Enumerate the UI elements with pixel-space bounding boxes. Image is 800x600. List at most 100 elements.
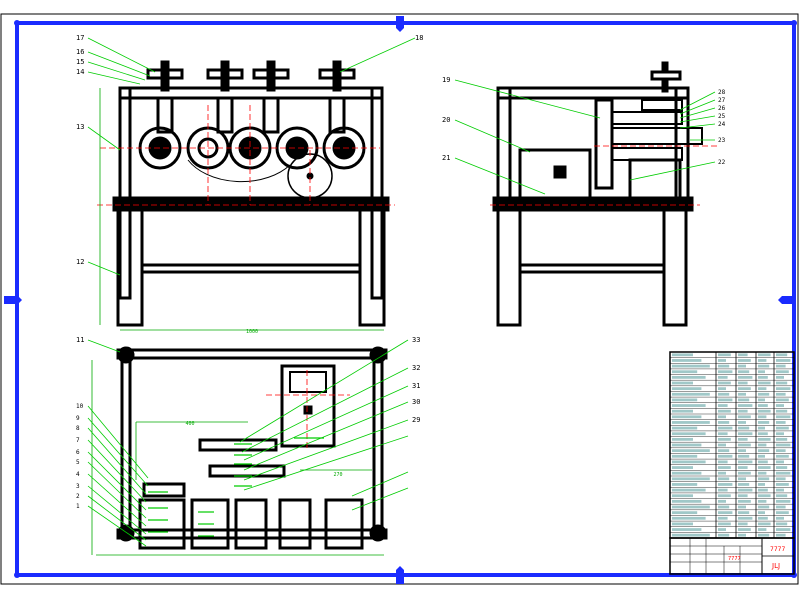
callout-14: 14 <box>76 68 84 76</box>
parts-cell-mark <box>718 488 728 492</box>
callout-7: 7 <box>76 437 80 444</box>
parts-cell-mark <box>738 533 746 537</box>
top-view-callouts: 11 10 9 8 7 6 5 4 3 2 1 33 32 31 30 29 <box>76 336 420 547</box>
parts-cell-mark <box>738 404 753 407</box>
parts-cell-mark <box>776 387 791 391</box>
parts-cell-mark <box>776 466 788 469</box>
parts-cell-mark <box>718 528 726 531</box>
parts-cell-mark <box>758 387 767 391</box>
parts-cell-mark <box>758 511 765 515</box>
parts-cell-mark <box>776 454 789 458</box>
callout-19: 19 <box>442 76 450 84</box>
parts-cell-mark <box>738 449 746 453</box>
parts-cell-mark <box>672 432 706 436</box>
parts-cell-mark <box>738 477 746 481</box>
parts-cell-mark <box>672 511 698 515</box>
parts-cell-mark <box>738 443 751 447</box>
callout-15: 15 <box>76 58 84 66</box>
parts-cell-mark <box>758 516 768 520</box>
parts-cell-mark <box>758 443 767 447</box>
parts-cell-mark <box>718 392 730 396</box>
parts-cell-mark <box>738 516 753 520</box>
parts-cell-mark <box>758 392 770 396</box>
callout-17: 17 <box>76 34 84 42</box>
parts-cell-mark <box>738 528 751 531</box>
parts-cell-mark <box>718 387 726 391</box>
parts-cell-mark <box>718 499 726 503</box>
crank-handles <box>146 60 356 92</box>
parts-cell-mark <box>738 421 746 424</box>
parts-cell-mark <box>776 494 788 498</box>
callout-32: 32 <box>412 364 420 372</box>
parts-cell-mark <box>776 443 791 447</box>
callout-18: 18 <box>415 34 423 42</box>
parts-cell-mark <box>738 511 750 515</box>
parts-cell-mark <box>672 370 698 374</box>
parts-cell-mark <box>758 460 768 464</box>
parts-cell-mark <box>672 494 693 498</box>
parts-cell-mark <box>718 415 726 419</box>
front-width-dimension: 1000 <box>246 329 258 335</box>
parts-cell-mark <box>672 471 702 475</box>
callout-2: 2 <box>76 493 80 500</box>
parts-cell-mark <box>738 387 751 391</box>
parts-cell-mark <box>718 426 733 430</box>
front-view-callouts: 17 16 15 14 13 12 18 <box>76 34 423 276</box>
parts-cell-mark <box>718 375 728 379</box>
parts-cell-mark <box>718 522 731 526</box>
parts-cell-mark <box>718 471 726 475</box>
callout-5: 5 <box>76 459 80 466</box>
parts-cell-mark <box>672 398 698 402</box>
title-code: 7777 <box>770 546 785 553</box>
parts-cell-mark <box>718 353 731 357</box>
parts-cell-mark <box>672 387 702 391</box>
parts-cell-mark <box>738 359 751 362</box>
parts-cell-mark <box>738 392 746 396</box>
parts-cell-mark <box>776 392 786 396</box>
parts-cell-mark <box>776 533 786 537</box>
sheet-mark: JLJ <box>771 562 780 570</box>
parts-cell-mark <box>776 471 791 475</box>
callout-21: 21 <box>442 154 450 162</box>
parts-cell-mark <box>738 375 753 379</box>
parts-cell-mark <box>672 528 702 531</box>
parts-cell-mark <box>718 505 730 509</box>
parts-cell-mark <box>718 516 728 520</box>
parts-cell-mark <box>672 392 710 396</box>
callout-27: 27 <box>718 97 726 104</box>
parts-cell-mark <box>672 426 698 430</box>
parts-cell-mark <box>718 494 731 498</box>
parts-cell-mark <box>738 483 750 486</box>
parts-cell-mark <box>738 471 751 475</box>
parts-cell-mark <box>718 359 726 362</box>
parts-cell-mark <box>672 460 706 464</box>
parts-cell-mark <box>758 499 767 503</box>
parts-cell-mark <box>738 460 753 464</box>
parts-cell-mark <box>672 404 706 407</box>
parts-cell-mark <box>758 415 767 419</box>
parts-cell-mark <box>758 409 771 413</box>
parts-cell-mark <box>758 494 771 498</box>
parts-cell-mark <box>718 449 730 453</box>
parts-cell-mark <box>718 370 733 374</box>
parts-cell-mark <box>758 505 770 509</box>
parts-cell-mark <box>718 404 728 407</box>
parts-cell-mark <box>758 421 770 424</box>
parts-cell-mark <box>718 483 733 486</box>
parts-cell-mark <box>672 421 710 424</box>
title-block: 7777 7777 JLJ <box>669 537 795 575</box>
parts-cell-mark <box>738 409 748 413</box>
parts-cell-mark <box>758 471 767 475</box>
parts-cell-mark <box>672 437 693 441</box>
parts-cell-mark <box>758 426 765 430</box>
parts-cell-mark <box>672 364 710 368</box>
callout-10: 10 <box>76 403 84 410</box>
front-view: 1000 <box>97 60 395 335</box>
centring-mark-right <box>778 296 796 304</box>
parts-cell-mark <box>672 477 710 481</box>
parts-cell-mark <box>738 353 748 357</box>
parts-cell-mark <box>718 398 733 402</box>
callout-11: 11 <box>76 336 84 344</box>
parts-cell-mark <box>718 443 726 447</box>
parts-cell-mark <box>738 466 748 469</box>
